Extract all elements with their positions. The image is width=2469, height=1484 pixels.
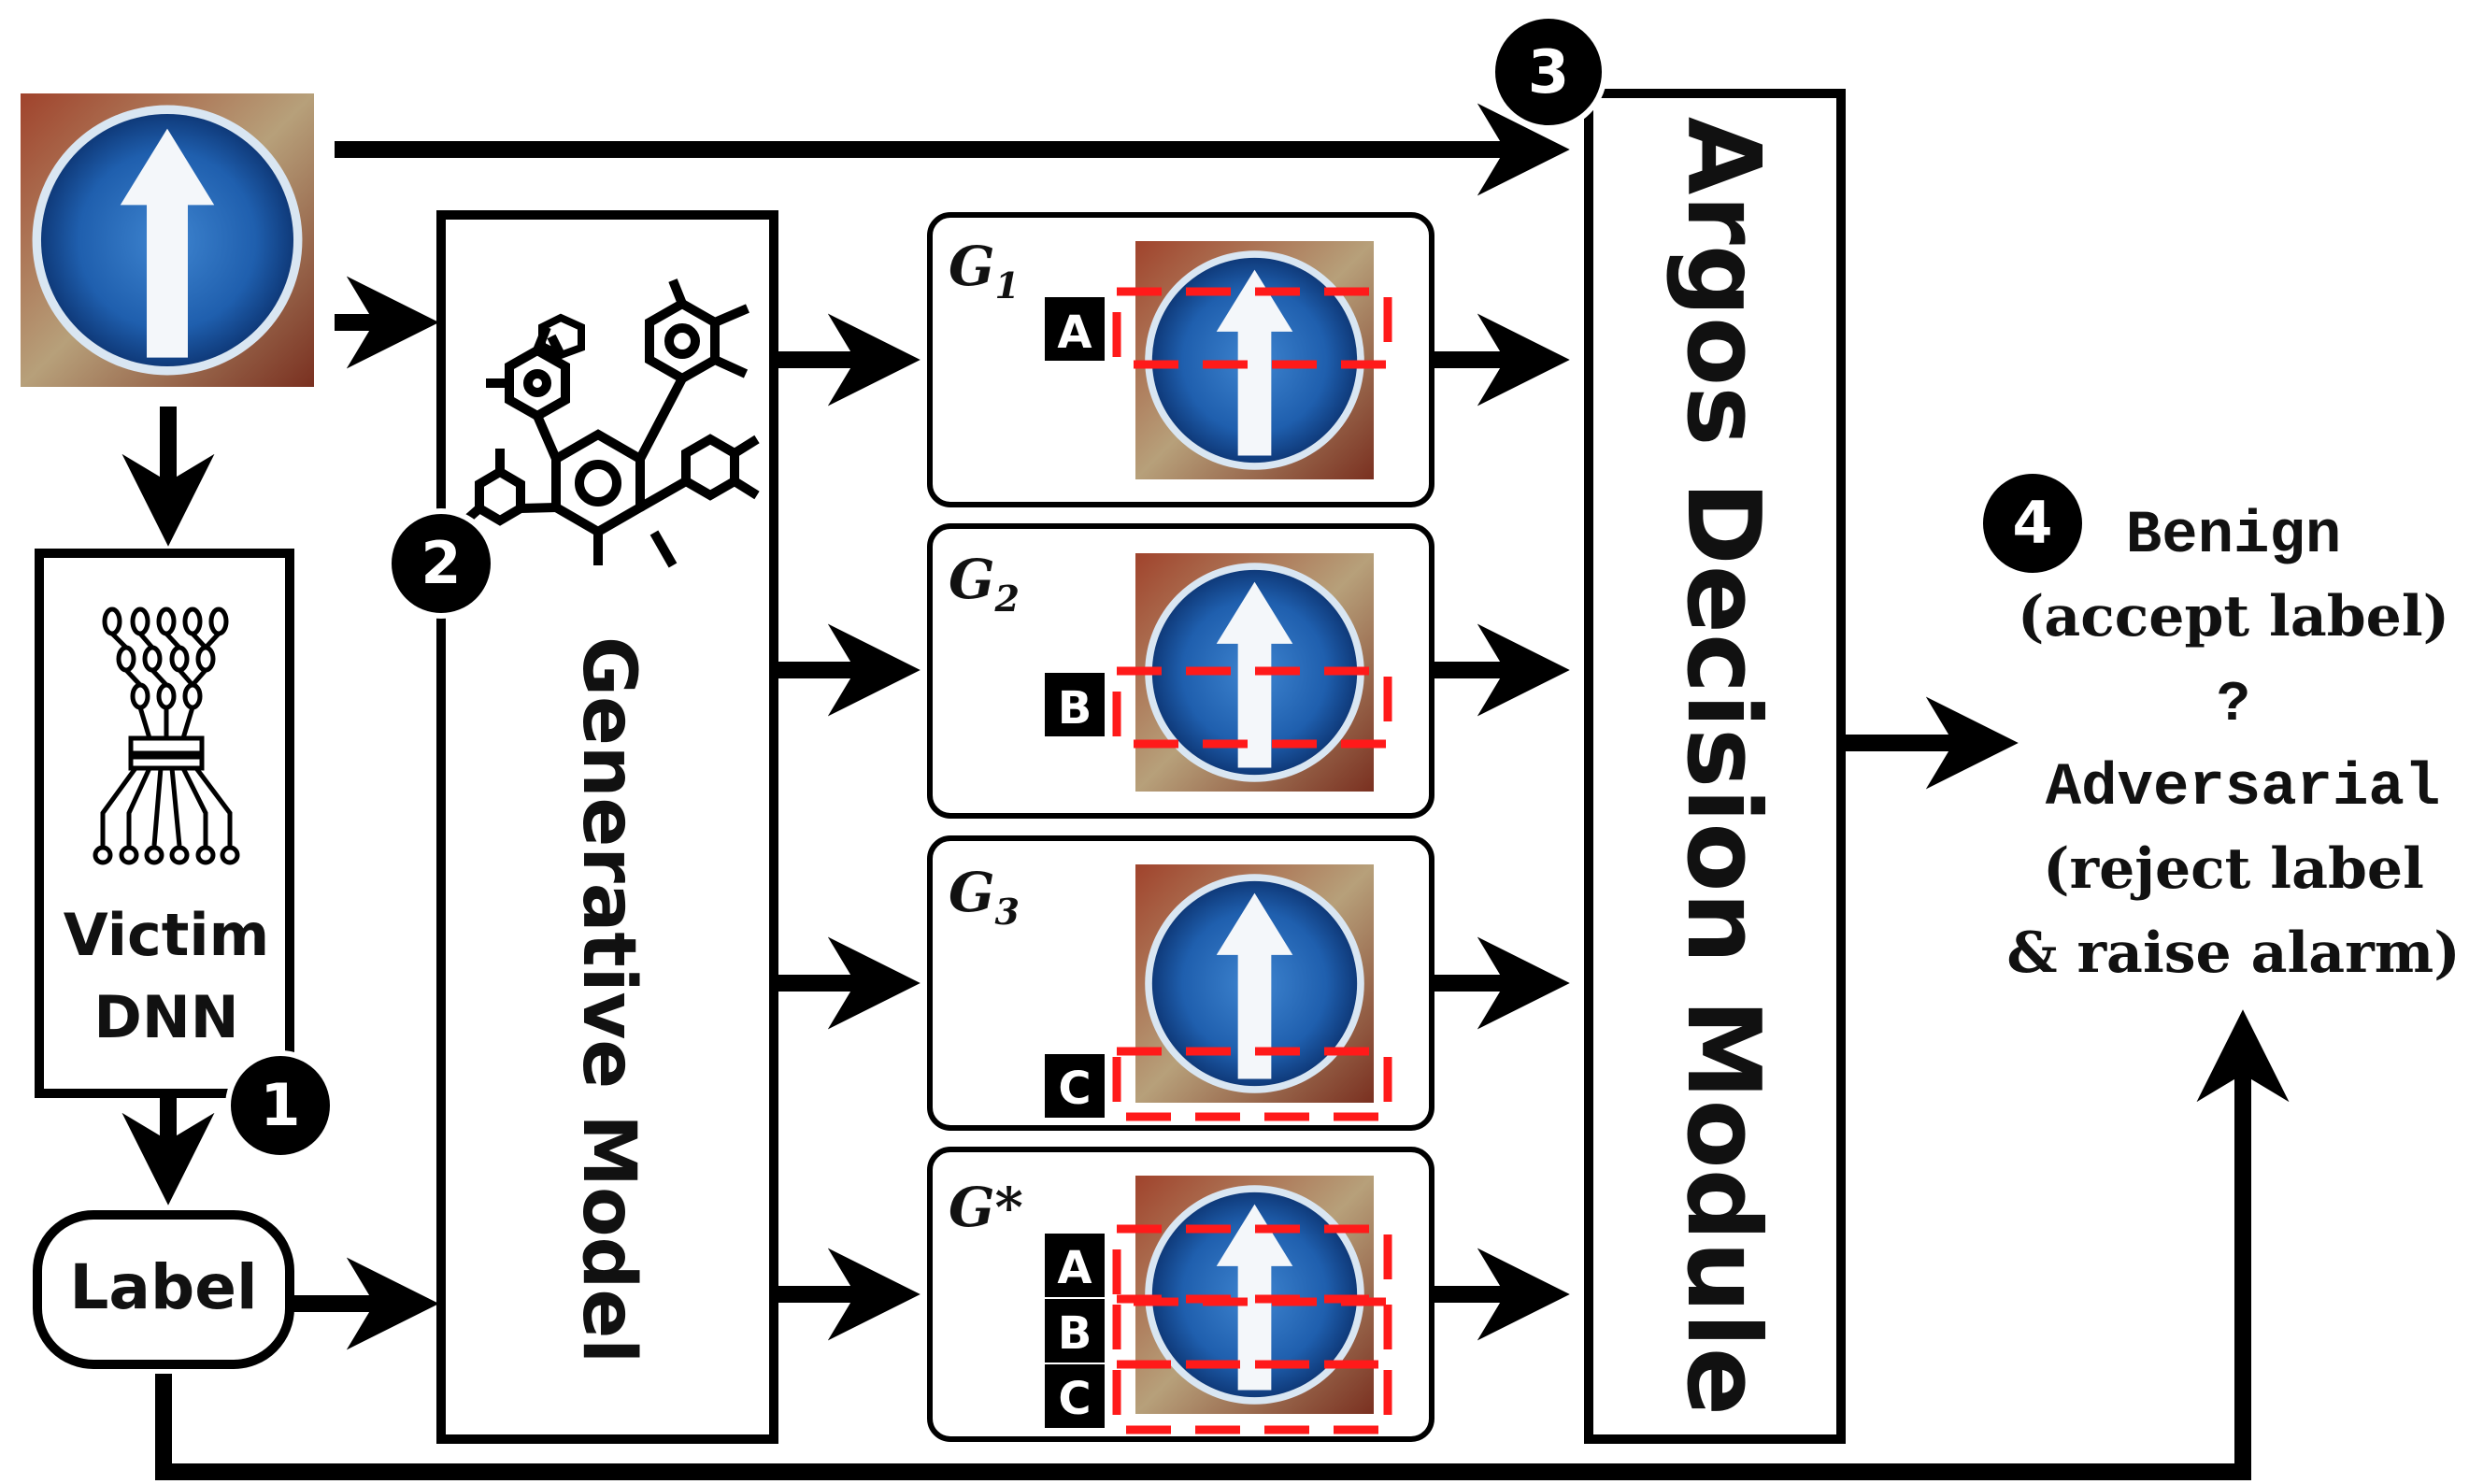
g2-label: G2 xyxy=(949,548,1020,620)
output-g2-box: G2 B xyxy=(927,523,1434,819)
g1-label: G1 xyxy=(949,235,1020,307)
g1-region-tag-a: A xyxy=(1057,307,1092,359)
g2-region-tag-b: B xyxy=(1058,682,1092,735)
g2-highlight-region xyxy=(1112,666,1392,749)
verdict-question: ? xyxy=(2217,674,2250,737)
output-gstar-box: G* A B C xyxy=(927,1147,1434,1442)
verdict-alarm: & raise alarm) xyxy=(2006,920,2460,986)
gstar-region-tag-c: C xyxy=(1058,1373,1091,1425)
arrow-label-to-verdict xyxy=(155,1009,2290,1480)
victim-label-line2: DNN xyxy=(93,983,238,1051)
connector-arrows xyxy=(121,103,2290,1480)
output-g3-box: G3 C xyxy=(927,835,1434,1131)
svg-text:3: 3 xyxy=(1528,38,1570,107)
g3-sign-image xyxy=(1135,864,1374,1103)
gstar-region-tag-a: A xyxy=(1057,1242,1092,1294)
verdict-reject: (reject label xyxy=(2043,836,2424,902)
step-badge-3: 3 xyxy=(1490,13,1607,131)
input-sign-image xyxy=(21,93,314,387)
label-node-text: Label xyxy=(69,1251,257,1323)
gstar-region-tag-b: B xyxy=(1058,1307,1092,1360)
decision-module-box: Argos Decision Module xyxy=(1584,89,1846,1444)
decision-module-label: Argos Decision Module xyxy=(1664,117,1781,1416)
molecule-icon xyxy=(459,278,760,568)
label-node: Label xyxy=(33,1210,294,1369)
step-badge-1: 1 xyxy=(225,1050,335,1161)
gstar-label: G* xyxy=(949,1176,1023,1239)
step-badge-4: 4 xyxy=(1977,468,2088,578)
g1-highlight-region xyxy=(1112,287,1392,369)
step-badge-2: 2 xyxy=(386,508,496,619)
output-g1-box: G1 A xyxy=(927,212,1434,507)
verdict-adversarial: Adversarial xyxy=(2046,755,2440,822)
g3-label: G3 xyxy=(949,861,1020,933)
verdict-benign: Benign xyxy=(2126,503,2341,570)
svg-text:1: 1 xyxy=(260,1071,300,1139)
g3-highlight-region xyxy=(1112,1047,1392,1121)
svg-text:2: 2 xyxy=(421,529,461,597)
neural-network-icon xyxy=(93,606,240,865)
victim-label-line1: Victim xyxy=(64,901,269,969)
gstar-highlight-region-b xyxy=(1112,1294,1392,1369)
gstar-highlight-region-a xyxy=(1112,1224,1392,1306)
victim-dnn-box: Victim DNN xyxy=(35,549,294,1098)
generative-model-label: Generative Model xyxy=(566,636,650,1363)
generative-model-box: Generative Model xyxy=(436,210,778,1444)
verdict-accept: (accept label) xyxy=(2018,584,2449,649)
g3-region-tag-c: C xyxy=(1058,1063,1091,1115)
verdict-text: Benign (accept label) ? Adversarial (rej… xyxy=(2006,503,2460,986)
svg-text:4: 4 xyxy=(2012,489,2052,557)
gstar-highlight-region-c xyxy=(1112,1360,1392,1434)
